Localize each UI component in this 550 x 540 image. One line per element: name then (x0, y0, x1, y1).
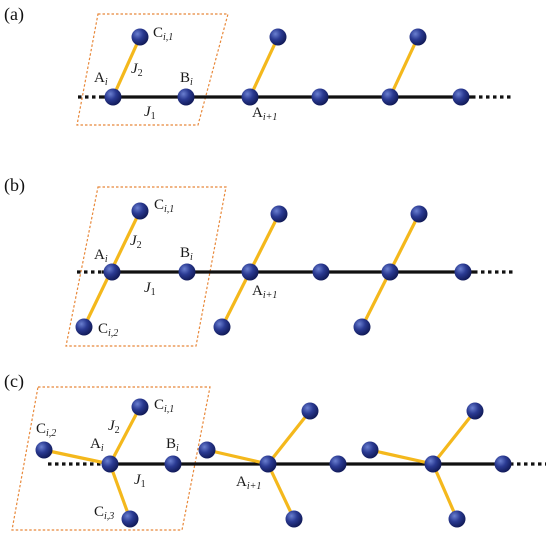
panel-b-node-c1 (131, 202, 149, 220)
panel-c-bond-n2-c2 (369, 448, 434, 466)
panel-c-node-a-i (101, 455, 119, 473)
panel-b-label-j2: J2 (130, 233, 142, 251)
panel-a-node-c2 (269, 28, 287, 46)
panel-b-node-c2-next2 (353, 318, 371, 336)
panel-c-label-j2: J2 (108, 418, 120, 436)
panel-c-bond-n1-c3 (266, 463, 296, 520)
panel-c-node-b-next2 (494, 455, 512, 473)
panel-b-label-b-i: Bi (180, 245, 193, 263)
panel-a-tag: (a) (4, 4, 24, 25)
panel-c-node-b-next (329, 455, 347, 473)
panel-a-node-b-next (311, 88, 329, 106)
panel-a-unit-cell (76, 13, 229, 126)
panel-c-unit-cell (11, 386, 211, 531)
panel-b-node-a-next (241, 263, 259, 281)
panel-c-tag: (c) (4, 371, 24, 392)
panel-c-node-c1-next (301, 402, 319, 420)
panel-b-label-c2: Ci,2 (98, 321, 118, 339)
panel-a-bond-c2 (248, 36, 280, 98)
panel-c-node-c3-next (285, 510, 303, 528)
panel-a-node-a-next2 (381, 88, 399, 106)
panel-c-label-c2: Ci,2 (36, 421, 56, 439)
panel-c-label-b-i: Bi (166, 436, 179, 454)
panel-a-bond-c1 (111, 36, 142, 98)
panel-c-node-c1-next2 (466, 402, 484, 420)
panel-b-unit-cell (65, 186, 227, 347)
panel-c-bond-a-c1 (108, 406, 142, 465)
panel-b-tag: (b) (4, 175, 25, 196)
panel-a-label-a-i: Ai (94, 70, 108, 88)
panel-c-node-c2-next2 (361, 441, 379, 459)
panel-c-node-a-next (259, 455, 277, 473)
panel-c-label-c1: Ci,1 (154, 397, 174, 415)
panel-c-bond-n1-c2 (206, 448, 269, 466)
panel-b-node-b-next (312, 263, 330, 281)
panel-c-bond-a-c2 (43, 448, 111, 466)
panel-a-bond-c3 (388, 36, 420, 98)
panel-a-node-c3 (409, 28, 427, 46)
panel-b-label-a-next: Ai+1 (252, 283, 277, 301)
panel-a-node-b-next2 (452, 88, 470, 106)
panel-b-label-j1: J1 (144, 280, 156, 298)
panel-c-node-c3-next2 (448, 510, 466, 528)
panel-c: (c) Ci,1 Ci,2 Ai Bi Ai+1 Ci, (4, 371, 546, 531)
panel-b-node-b-i (178, 263, 196, 281)
panel-b-node-b-next2 (454, 263, 472, 281)
panel-c-label-a-next: Ai+1 (236, 474, 261, 492)
panel-c-node-b-i (164, 455, 182, 473)
panel-b-node-c1-next2 (410, 205, 428, 223)
panel-c-bond-n2-c1 (431, 410, 477, 465)
panel-c-node-c1 (131, 398, 149, 416)
panel-b-node-c2 (75, 318, 93, 336)
panel-c-label-c3: Ci,3 (94, 504, 114, 522)
panel-a: (a) Ci,1 Ai Bi Ai+1 J2 J1 (4, 4, 512, 126)
panel-b-node-a-next2 (381, 263, 399, 281)
panel-c-bond-n2-c3 (431, 463, 459, 520)
panel-b-label-c1: Ci,1 (154, 197, 174, 215)
panel-c-label-a-i: Ai (90, 436, 104, 454)
panel-b-node-c2-next (213, 318, 231, 336)
panel-a-node-a-i (104, 88, 122, 106)
panel-a-label-c1: Ci,1 (153, 25, 173, 43)
panel-a-label-b-i: Bi (180, 70, 193, 88)
panel-c-node-c2-next (198, 441, 216, 459)
panel-b-node-c1-next (270, 205, 288, 223)
panel-b: (b) Ci,1 Ai Bi Ai+1 Ci,2 J2 J1 (4, 175, 513, 347)
panel-a-label-j1: J1 (144, 104, 156, 122)
panel-c-bond-a-c3 (108, 463, 132, 520)
panel-b-label-a-i: Ai (94, 247, 108, 265)
panel-a-label-a-next: Ai+1 (252, 105, 277, 123)
panel-c-node-a-next2 (424, 455, 442, 473)
panel-c-label-j1: J1 (134, 472, 146, 490)
panel-b-node-a-i (103, 263, 121, 281)
panel-a-node-b-i (177, 88, 195, 106)
panel-c-node-c2 (35, 441, 53, 459)
panel-a-node-c1 (131, 28, 149, 46)
panel-a-label-j2: J2 (131, 61, 143, 79)
panel-c-node-c3 (121, 510, 139, 528)
panel-c-bond-n1-c1 (266, 410, 312, 465)
panel-a-node-a-next (241, 88, 259, 106)
